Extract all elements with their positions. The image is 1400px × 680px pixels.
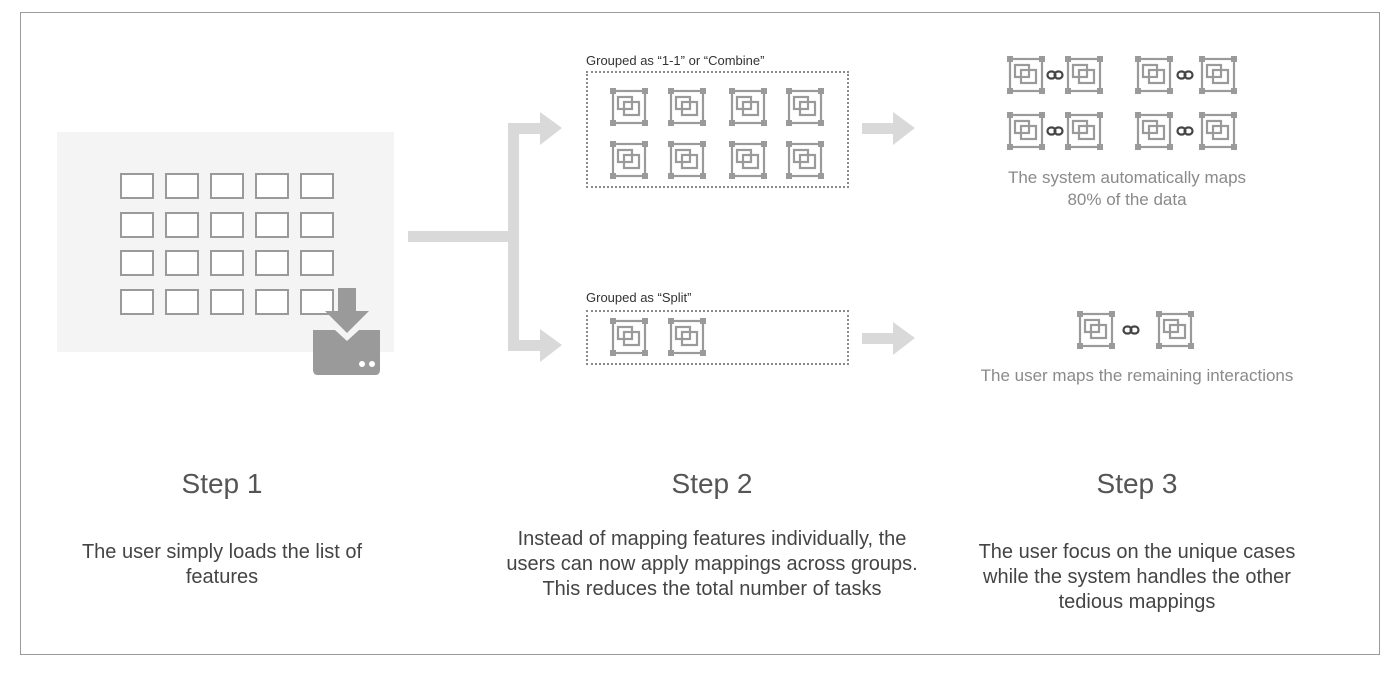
- step3-title: Step 3: [1096, 468, 1178, 499]
- arrow-to-combine-icon: [540, 112, 562, 145]
- feature-item: [120, 250, 154, 276]
- feature-group-icon: [668, 141, 706, 179]
- link-icon: [1046, 70, 1064, 80]
- feature-item: [165, 211, 199, 238]
- arrow-to-split-icon: [540, 329, 562, 362]
- split-group-box: [586, 310, 849, 365]
- auto-caption-line1: The system automatically maps: [1007, 168, 1247, 187]
- feature-item: [300, 211, 334, 238]
- feature-group-icon: [729, 141, 767, 179]
- feature-group-icon: [610, 141, 648, 179]
- step1-description: The user simply loads the list of featur…: [81, 541, 363, 588]
- feature-item: [165, 288, 199, 315]
- feature-item: [255, 250, 289, 276]
- feature-group-icon: [1156, 311, 1194, 349]
- arrow-to-manual-icon: [893, 322, 915, 355]
- feature-group-icon: [668, 318, 706, 356]
- feature-item: [120, 211, 154, 238]
- feature-group-icon: [1077, 311, 1115, 349]
- feature-group-icon: [1065, 56, 1103, 94]
- arrow-to-auto-icon: [893, 112, 915, 145]
- feature-item: [210, 173, 244, 199]
- download-server-icon: [313, 288, 380, 375]
- link-icon: [1176, 126, 1194, 136]
- feature-group-icon: [1135, 56, 1173, 94]
- link-icon: [1046, 126, 1064, 136]
- feature-group-icon: [786, 141, 824, 179]
- split-group-label: Grouped as “Split”: [586, 290, 692, 305]
- step3-description: The user focus on the unique cases while…: [978, 541, 1296, 613]
- link-icon: [1176, 70, 1194, 80]
- combine-group-box: [586, 71, 849, 188]
- feature-item: [120, 288, 154, 315]
- feature-item: [255, 211, 289, 238]
- feature-group-icon: [1065, 112, 1103, 150]
- feature-item: [210, 211, 244, 238]
- feature-item: [255, 288, 289, 315]
- link-icon: [1122, 325, 1140, 335]
- combine-group-label: Grouped as “1-1” or “Combine”: [586, 53, 765, 68]
- step1-title: Step 1: [181, 468, 263, 499]
- feature-group-icon: [1007, 112, 1045, 150]
- connector-horizontal: [408, 231, 516, 242]
- feature-item: [120, 173, 154, 199]
- auto-map-caption: The system automatically maps 80% of the…: [960, 167, 1294, 211]
- feature-group-icon: [1007, 56, 1045, 94]
- feature-group-icon: [1199, 112, 1237, 150]
- step2-title: Step 2: [671, 468, 753, 499]
- feature-group-icon: [610, 318, 648, 356]
- auto-caption-line2: 80% of the data: [1067, 190, 1187, 209]
- feature-item: [210, 250, 244, 276]
- connector-vertical: [508, 123, 519, 351]
- feature-group-icon: [610, 88, 648, 126]
- feature-item: [165, 250, 199, 276]
- feature-item: [210, 288, 244, 315]
- feature-item: [300, 173, 334, 199]
- feature-group-icon: [1135, 112, 1173, 150]
- feature-group-icon: [668, 88, 706, 126]
- feature-item: [255, 173, 289, 199]
- feature-item: [300, 250, 334, 276]
- step2-description: Instead of mapping features individually…: [506, 528, 918, 600]
- feature-item: [165, 173, 199, 199]
- feature-item: [300, 288, 334, 315]
- diagram-frame: [20, 12, 1380, 655]
- feature-group-icon: [786, 88, 824, 126]
- feature-group-icon: [1199, 56, 1237, 94]
- feature-group-icon: [729, 88, 767, 126]
- manual-map-caption: The user maps the remaining interactions: [980, 366, 1294, 385]
